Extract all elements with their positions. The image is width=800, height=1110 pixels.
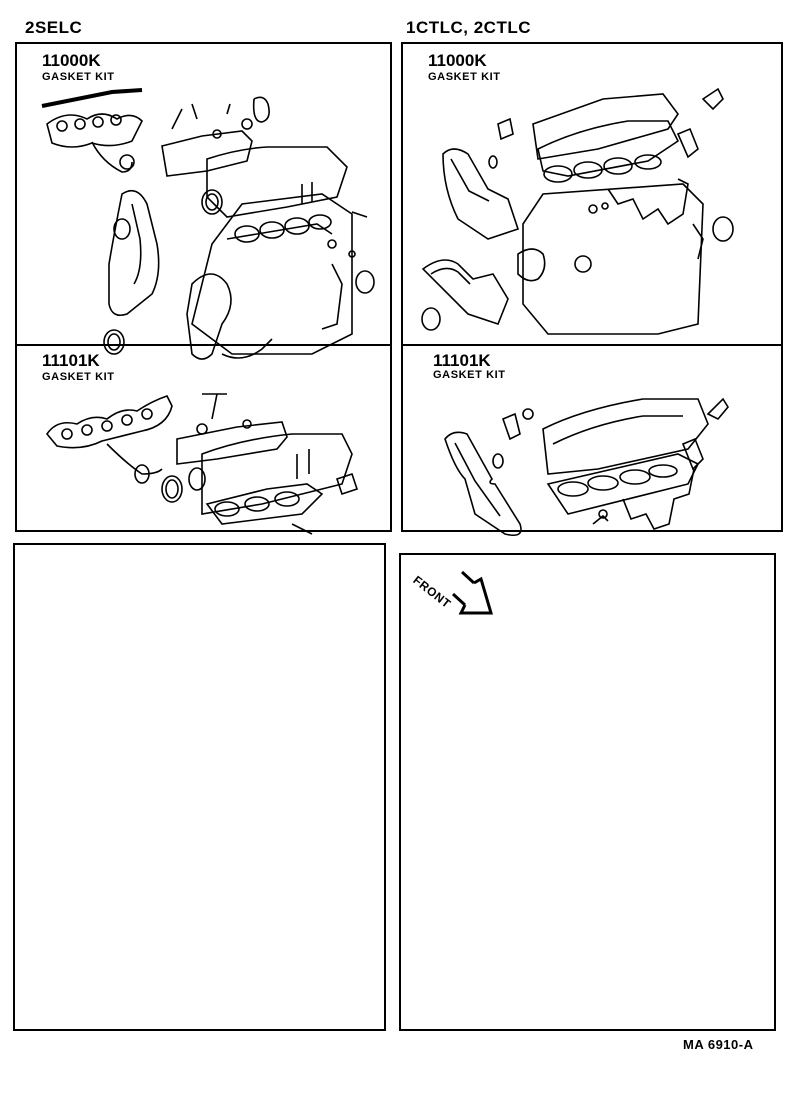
gasket-kit-drawing-1ctlc-11000k	[421, 87, 734, 335]
kit-part-number: 11101K	[433, 351, 491, 370]
engine-label-2selc: 2SELC	[25, 18, 83, 37]
front-indicator: FRONT	[410, 561, 509, 621]
kit-name: GASKET KIT	[433, 369, 506, 381]
gasket-kit-drawing-2selc-11101k	[46, 393, 359, 535]
kit-name: GASKET KIT	[428, 71, 501, 83]
kit-divider	[17, 344, 390, 346]
panel-2selc-kits: 11000K GASKET KIT 1	[15, 42, 392, 535]
kit-part-number: 11000K	[428, 51, 487, 70]
panel-2selc-empty	[13, 543, 386, 1031]
panel-1ctlc-2ctlc-kits: 11000K GASKET KIT 11101K GASKET KIT	[401, 42, 783, 537]
kit-divider	[403, 344, 781, 346]
gasket-kit-drawing-2selc-11000k	[41, 88, 375, 360]
gasket-kit-drawing-1ctlc-11101k	[444, 397, 729, 537]
figure-reference-code: MA 6910-A	[683, 1037, 754, 1052]
kit-part-number: 11000K	[42, 51, 101, 70]
engine-label-1ctlc-2ctlc: 1CTLC, 2CTLC	[406, 18, 531, 37]
kit-name: GASKET KIT	[42, 71, 115, 83]
kit-name: GASKET KIT	[42, 371, 115, 383]
front-arrow-icon	[451, 570, 494, 615]
kit-part-number: 11101K	[42, 351, 100, 370]
panel-1ctlc-2ctlc-front: FRONT	[399, 553, 776, 1031]
